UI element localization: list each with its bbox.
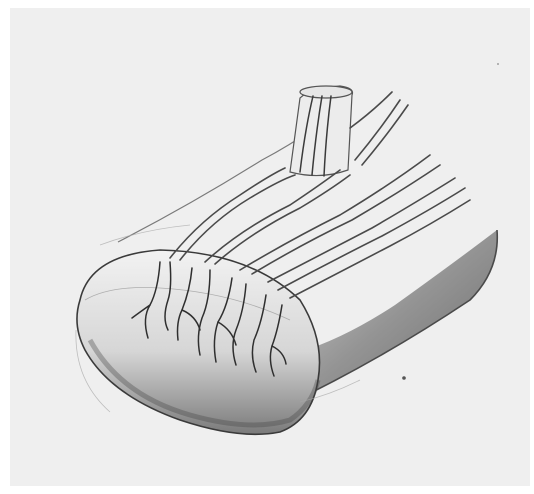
branch-cut-top	[300, 86, 352, 98]
stray-mark	[402, 376, 406, 380]
stray-mark-2	[497, 63, 499, 65]
log-side-shading	[292, 230, 497, 402]
